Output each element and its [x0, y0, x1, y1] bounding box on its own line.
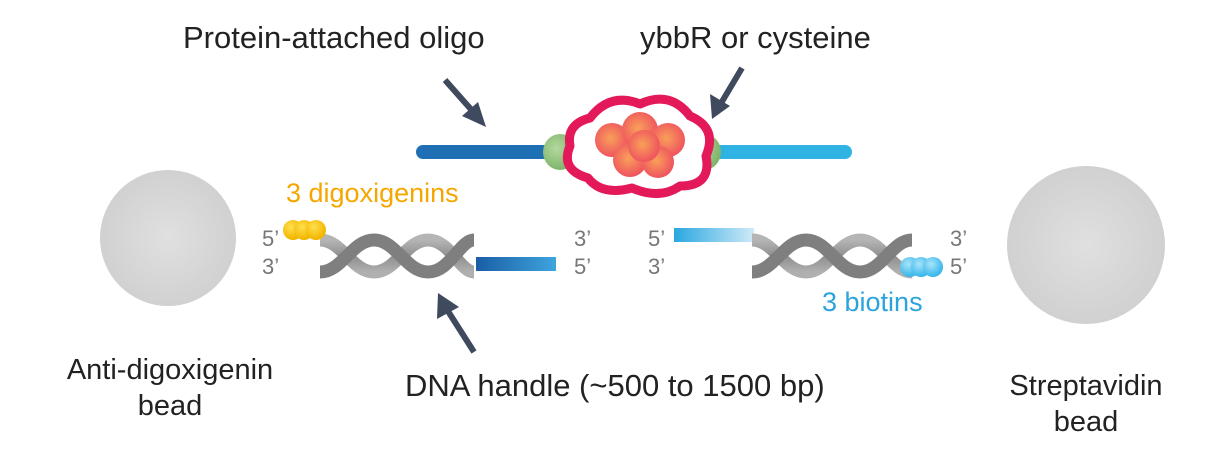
anti-digoxigenin-bead-label-line1: Anti-digoxigenin: [66, 354, 274, 386]
right-helix-strand-b: [751, 233, 914, 279]
right-top-right-end: 3’: [950, 226, 968, 251]
left-bottom-left-end: 3’: [262, 254, 280, 279]
anti-digoxigenin-bead: [100, 170, 236, 306]
arrow-dna-handle: [437, 293, 477, 354]
right-bottom-right-end: 5’: [950, 254, 968, 279]
biotins-label: 3 biotins: [822, 287, 923, 317]
anti-digoxigenin-bead-label: Anti-digoxigenin bead: [40, 352, 300, 424]
right-bottom-left-end: 3’: [648, 254, 666, 279]
right-handle-oligo-bar: [674, 228, 754, 242]
streptavidin-bead-label-line2: bead: [1053, 406, 1119, 438]
streptavidin-bead-label-line1: Streptavidin: [1009, 370, 1163, 402]
left-handle-oligo-bar: [476, 257, 556, 271]
right-dna-helix: [751, 233, 914, 279]
dna-handle-label: DNA handle (~500 to 1500 bp): [405, 368, 825, 403]
ybbr-cysteine-label: ybbR or cysteine: [640, 20, 871, 55]
streptavidin-bead-label: Streptavidin bead: [976, 368, 1196, 440]
protein: [562, 94, 714, 198]
left-top-right-end: 3’: [574, 226, 592, 251]
streptavidin-bead: [1007, 166, 1165, 324]
arrow-ybbr-cysteine: [710, 66, 745, 119]
left-dna-helix: [319, 233, 476, 279]
anti-digoxigenin-bead-label-line2: bead: [137, 390, 203, 422]
right-top-left-end: 5’: [648, 226, 666, 251]
arrow-protein-oligo: [442, 78, 486, 127]
protein-attached-oligo-label: Protein-attached oligo: [183, 20, 485, 55]
left-helix-strand-b: [319, 233, 476, 279]
digoxigenins-label: 3 digoxigenins: [286, 178, 459, 208]
protein-core-blob: [628, 130, 660, 162]
digoxigenin-molecule: [306, 220, 326, 240]
biotin-molecule: [923, 257, 943, 277]
left-top-left-end: 5’: [262, 226, 280, 251]
left-bottom-right-end: 5’: [574, 254, 592, 279]
